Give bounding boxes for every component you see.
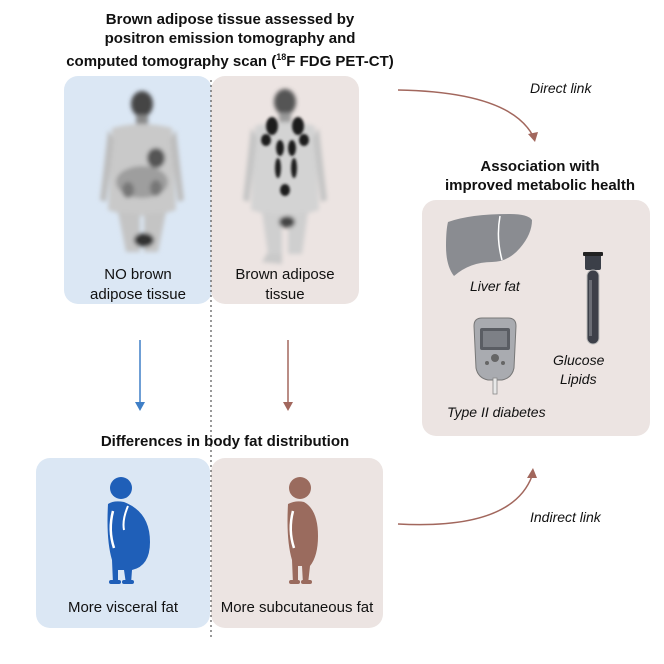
pet-scan-no-bat: [100, 91, 184, 252]
blood-vial-icon: [583, 252, 603, 345]
indirect-link-arrow: [397, 468, 537, 526]
glucose-meter-icon: [473, 317, 517, 395]
scan-left-label: NO brown adipose tissue: [90, 266, 186, 303]
person-subcutaneous-icon: [287, 477, 318, 584]
lipids-label: Lipids: [560, 371, 597, 387]
liver-fat-label: Liver fat: [470, 278, 520, 294]
top-title-line2: positron emission tomography and: [104, 30, 356, 47]
top-title-line1: Brown adipose tissue assessed by: [105, 11, 355, 28]
blue-down-arrow: [135, 340, 145, 411]
liver-icon: [446, 214, 532, 276]
direct-link-arrow: [397, 89, 538, 142]
scan-right-label: Brown adipose tissue: [235, 266, 335, 303]
indirect-link-label: Indirect link: [530, 509, 601, 525]
bat-hotspots: [261, 117, 309, 196]
fat-right-label: More subcutaneous fat: [220, 599, 374, 616]
person-visceral-icon: [107, 477, 150, 584]
fat-title: Differences in body fat distribution: [100, 433, 350, 450]
assoc-title: Association with improved metabolic heal…: [444, 158, 636, 194]
pet-scan-bat: [243, 89, 327, 264]
top-title-line3: computed tomography scan (18F FDG PET-CT…: [66, 52, 394, 70]
brown-down-arrow: [283, 340, 293, 411]
fat-left-label: More visceral fat: [67, 599, 179, 616]
top-title: Brown adipose tissue assessed by positro…: [30, 10, 430, 71]
direct-link-label: Direct link: [530, 80, 592, 96]
glucose-label: Glucose: [553, 352, 605, 368]
type-ii-diabetes-label: Type II diabetes: [447, 404, 546, 420]
